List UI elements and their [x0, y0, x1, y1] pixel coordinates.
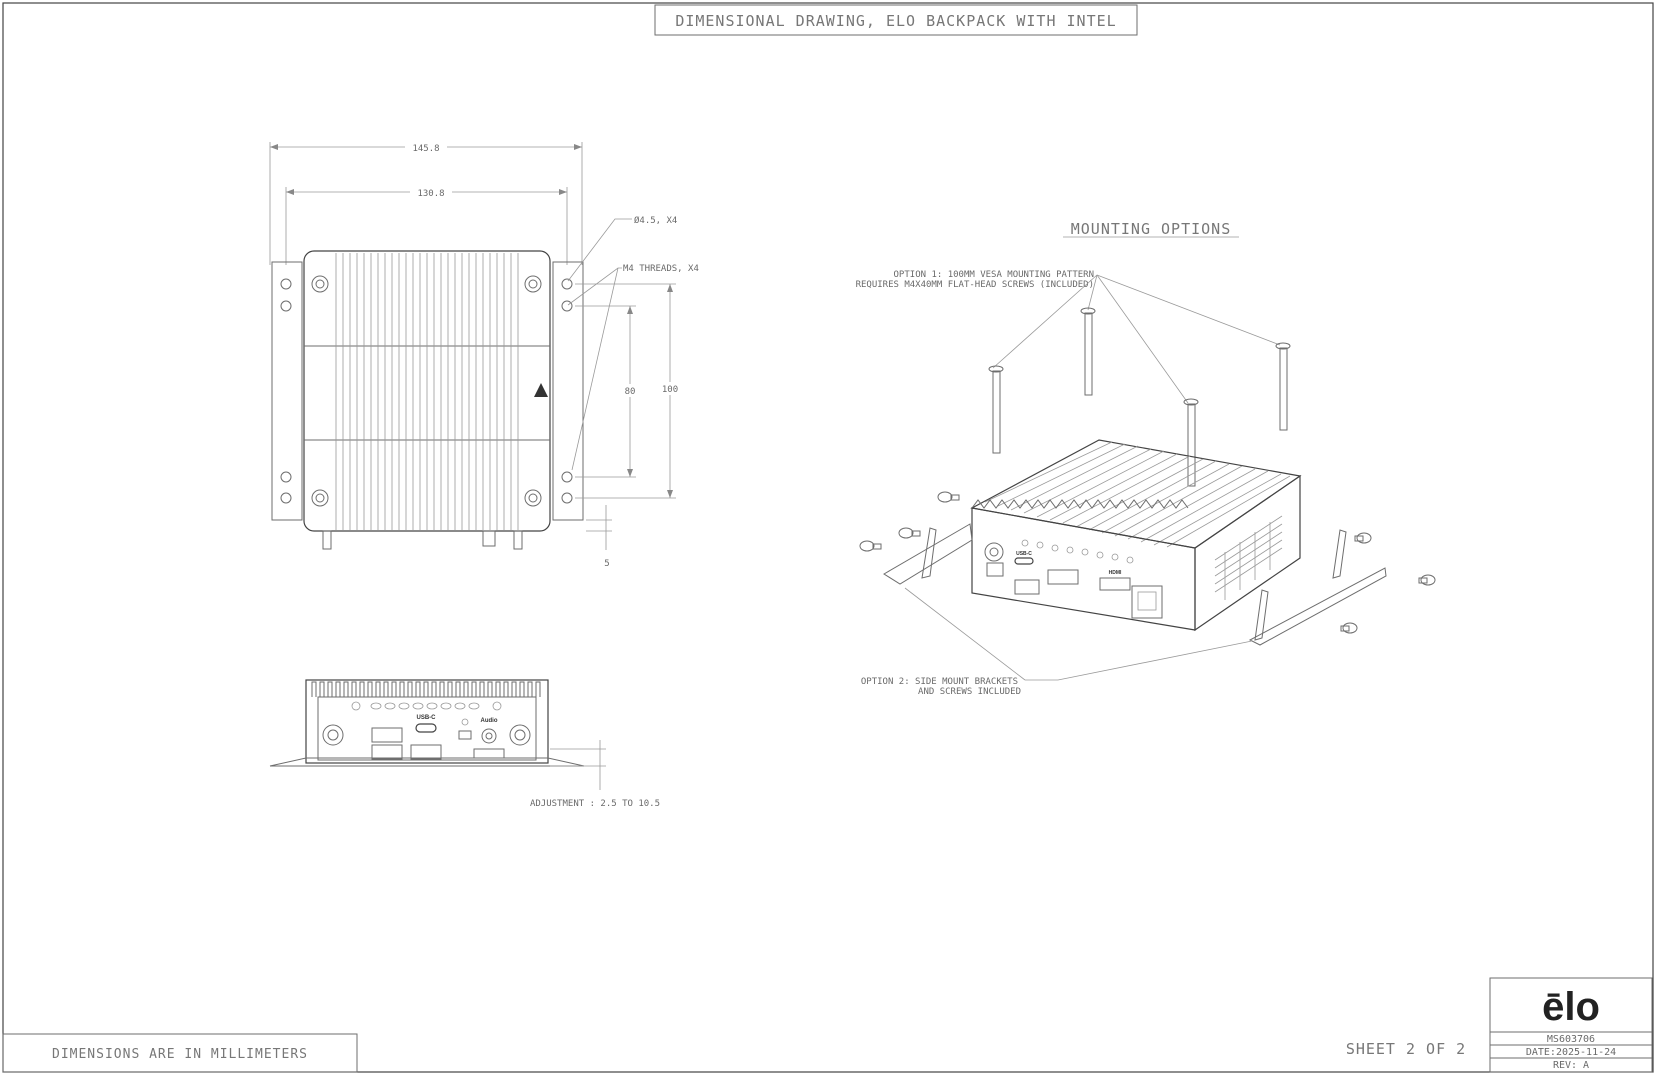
sheet-number: SHEET 2 OF 2 [1346, 1040, 1466, 1058]
mounting-heading: MOUNTING OPTIONS [1071, 220, 1232, 238]
units-note-box [2, 1033, 358, 1073]
left-bracket [271, 261, 303, 521]
dim-overall-width: 145.8 [412, 144, 439, 154]
title-box [654, 4, 1138, 36]
dim-vesa-80: 80 [625, 387, 636, 397]
hole-callout: Ø4.5, X4 [634, 215, 677, 226]
thread-callout: M4 THREADS, X4 [623, 264, 699, 274]
option1-line2: REQUIRES M4X40MM FLAT-HEAD SCREWS (INCLU… [856, 280, 1094, 290]
front-view: 145.8 130.8 Ø4.5, X4 [269, 140, 699, 569]
dim-inner-width: 130.8 [417, 189, 444, 199]
option2-line2: AND SCREWS INCLUDED [918, 687, 1021, 697]
option1-line1: OPTION 1: 100MM VESA MOUNTING PATTERN [894, 270, 1094, 280]
mounting-options: MOUNTING OPTIONS OPTION 1: 100MM VESA MO… [856, 220, 1436, 697]
revision: REV: A [1553, 1060, 1589, 1071]
device-body-side [305, 679, 549, 764]
iso-hdmi-label: HDMI [1109, 570, 1122, 576]
loose-screws [859, 491, 1436, 634]
part-number: MS603706 [1547, 1034, 1595, 1045]
dim-offset: 5 [604, 559, 609, 569]
device-isometric: USB-C HDMI [970, 439, 1302, 632]
drawing-title: DIMENSIONAL DRAWING, ELO BACKPACK WITH I… [675, 12, 1116, 30]
vesa-screws [988, 307, 1291, 487]
option2-line1: OPTION 2: SIDE MOUNT BRACKETS [861, 677, 1018, 687]
iso-usb-c-label: USB-C [1016, 551, 1032, 557]
side-usb-c-label: USB-C [417, 715, 437, 721]
side-view: USB-C Audio ADJUSTMENT : 2.5 TO 10.5 [269, 679, 660, 809]
elo-logo: ēlo [1542, 985, 1600, 1029]
title-block: ēlo MS603706 DATE:2025-11-24 REV: A [1489, 977, 1653, 1073]
right-bracket [552, 261, 584, 521]
units-note: DIMENSIONS ARE IN MILLIMETERS [52, 1047, 308, 1062]
device-body-front [303, 250, 551, 532]
dim-vesa-100: 100 [662, 385, 678, 395]
drawing-date: DATE:2025-11-24 [1526, 1047, 1616, 1058]
side-audio-label: Audio [481, 718, 498, 724]
adjustment-note: ADJUSTMENT : 2.5 TO 10.5 [530, 799, 660, 809]
side-brackets [883, 523, 1387, 646]
